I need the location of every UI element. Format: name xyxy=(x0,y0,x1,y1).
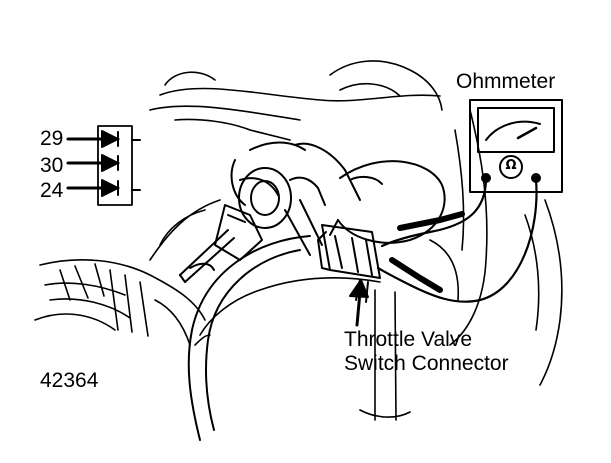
throttle-body xyxy=(179,141,361,441)
pin-label-24: 24 xyxy=(40,179,64,202)
connector-label: Throttle Valve Switch Connector xyxy=(344,328,509,376)
connector-arrow xyxy=(349,279,369,327)
pinout-inset xyxy=(66,125,141,206)
engine-background xyxy=(34,60,563,421)
test-leads xyxy=(376,176,538,303)
ohm-symbol: Ω xyxy=(505,158,517,173)
ohmmeter-label: Ohmmeter xyxy=(456,70,556,93)
connector-label-line-2: Switch Connector xyxy=(344,352,509,375)
pin-label-29: 29 xyxy=(40,127,64,150)
connector-label-line-1: Throttle Valve xyxy=(344,328,472,351)
ohmmeter xyxy=(469,99,563,193)
pin-label-30: 30 xyxy=(40,154,64,177)
figure-id: 42364 xyxy=(40,369,99,392)
